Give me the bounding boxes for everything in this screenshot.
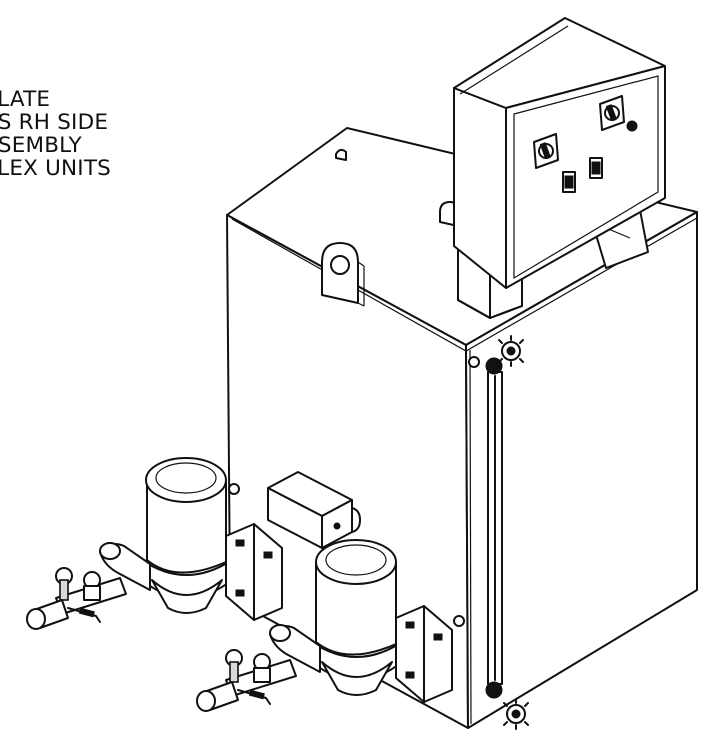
tank-body: [226, 127, 698, 729]
toggle-switch-right-icon: [589, 157, 603, 179]
note-line-1: PLATE: [0, 87, 51, 112]
junction-box-icon: [267, 471, 361, 549]
selector-switch-left-icon: [533, 133, 559, 169]
lifting-lug-icon: [321, 242, 365, 307]
pump-1-ball-valve-icon: [26, 567, 127, 630]
note-line-2: ES RH SIDE: [0, 110, 109, 135]
pump-2-ball-valve-icon: [196, 649, 297, 712]
gauge-valve-handle-bottom-icon: [503, 698, 529, 730]
fitting-top-icon: [468, 356, 480, 368]
fitting-lower-icon: [453, 615, 465, 627]
pump-2: [196, 539, 453, 712]
note-line-4: PLEX UNITS: [0, 156, 112, 181]
selector-switch-right-icon: [599, 95, 625, 131]
tank-top-fitting: [335, 148, 347, 161]
panel-front-face: [505, 65, 666, 289]
pilot-light-icon: [626, 120, 638, 132]
gauge-valve-handle-top-icon: [498, 335, 524, 367]
gauge-glass-icon: [485, 335, 529, 730]
toggle-switch-left-icon: [562, 171, 576, 193]
control-panel: [453, 17, 666, 319]
note-line-3: SSEMBLY: [0, 133, 82, 158]
fitting-left-icon: [228, 483, 240, 495]
pump-1: [26, 457, 283, 630]
drawing-note: PLATE ES RH SIDE SSEMBLY PLEX UNITS: [0, 88, 111, 180]
tank-corner-edge: [469, 349, 472, 725]
